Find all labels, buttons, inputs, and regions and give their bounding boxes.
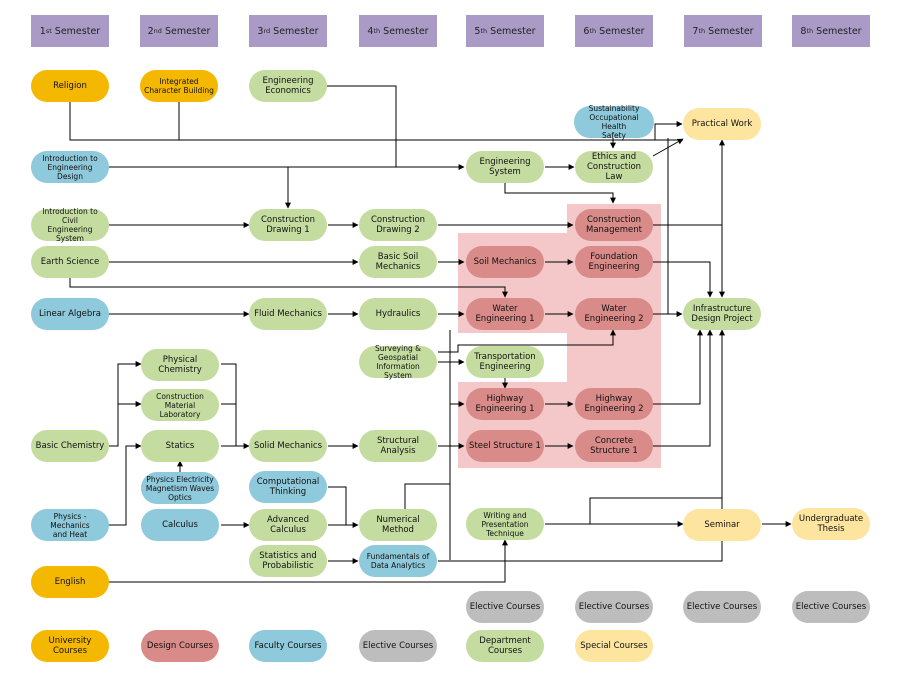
course-surveying-gis: Surveying & Geospatial Information Syste… bbox=[359, 344, 437, 380]
course-transportation-engineering: Transportation Engineering bbox=[466, 346, 544, 378]
design-zone-bridge bbox=[567, 330, 661, 385]
course-statistics-probabilistic: Statistics and Probabilistic bbox=[249, 545, 327, 577]
course-undergraduate-thesis: Undergraduate Thesis bbox=[792, 508, 870, 540]
course-construction-drawing-1: Construction Drawing 1 bbox=[249, 209, 327, 241]
arrow-surveying-water-2 bbox=[438, 329, 616, 353]
course-construction-drawing-2: Construction Drawing 2 bbox=[359, 209, 437, 241]
arrow-foundation-infrastructure bbox=[653, 261, 713, 298]
arrow-basic-chem-physical bbox=[109, 361, 142, 447]
course-engineering-system: Engineering System bbox=[466, 151, 544, 183]
course-writing-presentation: Writing and Presentation Technique bbox=[466, 508, 544, 540]
course-intro-engineering-design: Introduction to Engineering Design bbox=[31, 151, 109, 183]
course-construction-material-lab: Construction Material Laboratory bbox=[141, 389, 219, 421]
course-linear-algebra: Linear Algebra bbox=[31, 298, 109, 330]
arrow-religion-practical-work bbox=[69, 102, 683, 141]
course-religion: Religion bbox=[31, 70, 109, 102]
elective-slot-5: Elective Courses bbox=[466, 591, 544, 623]
course-foundation-engineering: Foundation Engineering bbox=[575, 246, 653, 278]
course-english: English bbox=[31, 566, 109, 598]
course-construction-management: Construction Management bbox=[575, 209, 653, 241]
course-ethics-construction-law: Ethics and Construction Law bbox=[575, 151, 653, 183]
elective-slot-6: Elective Courses bbox=[575, 591, 653, 623]
elective-slot-7: Elective Courses bbox=[683, 591, 761, 623]
course-highway-engineering-1: Highway Engineering 1 bbox=[466, 388, 544, 420]
course-water-engineering-2: Water Engineering 2 bbox=[575, 298, 653, 330]
course-hydraulics: Hydraulics bbox=[359, 298, 437, 330]
course-seminar: Seminar bbox=[683, 509, 761, 541]
legend-university-courses: University Courses bbox=[31, 630, 109, 662]
course-fluid-mechanics: Fluid Mechanics bbox=[249, 298, 327, 330]
course-advanced-calculus: Advanced Calculus bbox=[249, 509, 327, 541]
course-infrastructure-design-project: Infrastructure Design Project bbox=[683, 298, 761, 330]
course-numerical-method: Numerical Method bbox=[359, 509, 437, 541]
arrow-eng-system-construction-mgmt bbox=[504, 183, 616, 204]
course-water-engineering-1: Water Engineering 1 bbox=[466, 298, 544, 330]
course-concrete-structure-1: Concrete Structure 1 bbox=[575, 430, 653, 462]
course-steel-structure-1: Steel Structure 1 bbox=[466, 430, 544, 462]
course-physics-electricity: Physics Electricity Magnetism Waves Opti… bbox=[141, 472, 219, 504]
line-physical-chem bbox=[221, 363, 237, 446]
line-engineering-economics bbox=[327, 85, 397, 167]
course-sustainability-ohs: Sustainability Occupational Health Safet… bbox=[574, 104, 654, 140]
course-practical-work: Practical Work bbox=[683, 108, 761, 140]
line-writing-infrastructure bbox=[589, 330, 723, 524]
arrow-management-infrastructure bbox=[653, 224, 725, 298]
course-physics-mechanics-heat: Physics - Mechanics and Heat bbox=[31, 509, 109, 541]
line-numerical-up bbox=[404, 483, 450, 509]
course-earth-science: Earth Science bbox=[31, 246, 109, 278]
arrow-english-writing bbox=[109, 539, 508, 583]
course-integrated-character-building: Integrated Character Building bbox=[140, 70, 218, 102]
legend-special-courses: Special Courses bbox=[575, 630, 653, 662]
course-basic-chemistry: Basic Chemistry bbox=[31, 430, 109, 462]
course-soil-mechanics: Soil Mechanics bbox=[466, 246, 544, 278]
course-calculus: Calculus bbox=[141, 509, 219, 541]
legend-elective-courses: Elective Courses bbox=[359, 630, 437, 662]
legend-faculty-courses: Faculty Courses bbox=[249, 630, 327, 662]
elective-slot-8: Elective Courses bbox=[792, 591, 870, 623]
course-fundamentals-data-analytics: Fundamentals of Data Analytics bbox=[359, 545, 437, 577]
course-highway-engineering-2: Highway Engineering 2 bbox=[575, 388, 653, 420]
arrow-to-practical-work bbox=[654, 121, 683, 140]
legend-department-courses: Department Courses bbox=[466, 630, 544, 662]
course-statics: Statics bbox=[141, 430, 219, 462]
course-solid-mechanics: Solid Mechanics bbox=[249, 430, 327, 462]
course-intro-civil-engineering-system: Introduction to Civil Engineering System bbox=[31, 207, 109, 243]
course-structural-analysis: Structural Analysis bbox=[359, 430, 437, 462]
arrow-highway-infrastructure bbox=[653, 329, 703, 405]
course-computational-thinking: Computational Thinking bbox=[249, 471, 327, 503]
arrow-physics-statics bbox=[109, 443, 142, 526]
course-basic-soil-mechanics: Basic Soil Mechanics bbox=[359, 246, 437, 278]
course-physical-chemistry: Physical Chemistry bbox=[141, 349, 219, 381]
arrow-concrete-infrastructure bbox=[653, 329, 713, 447]
legend-design-courses: Design Courses bbox=[141, 630, 219, 662]
arrow-earth-water-1 bbox=[69, 278, 508, 298]
course-engineering-economics: Engineering Economics bbox=[249, 70, 327, 102]
line-computational bbox=[328, 486, 347, 525]
